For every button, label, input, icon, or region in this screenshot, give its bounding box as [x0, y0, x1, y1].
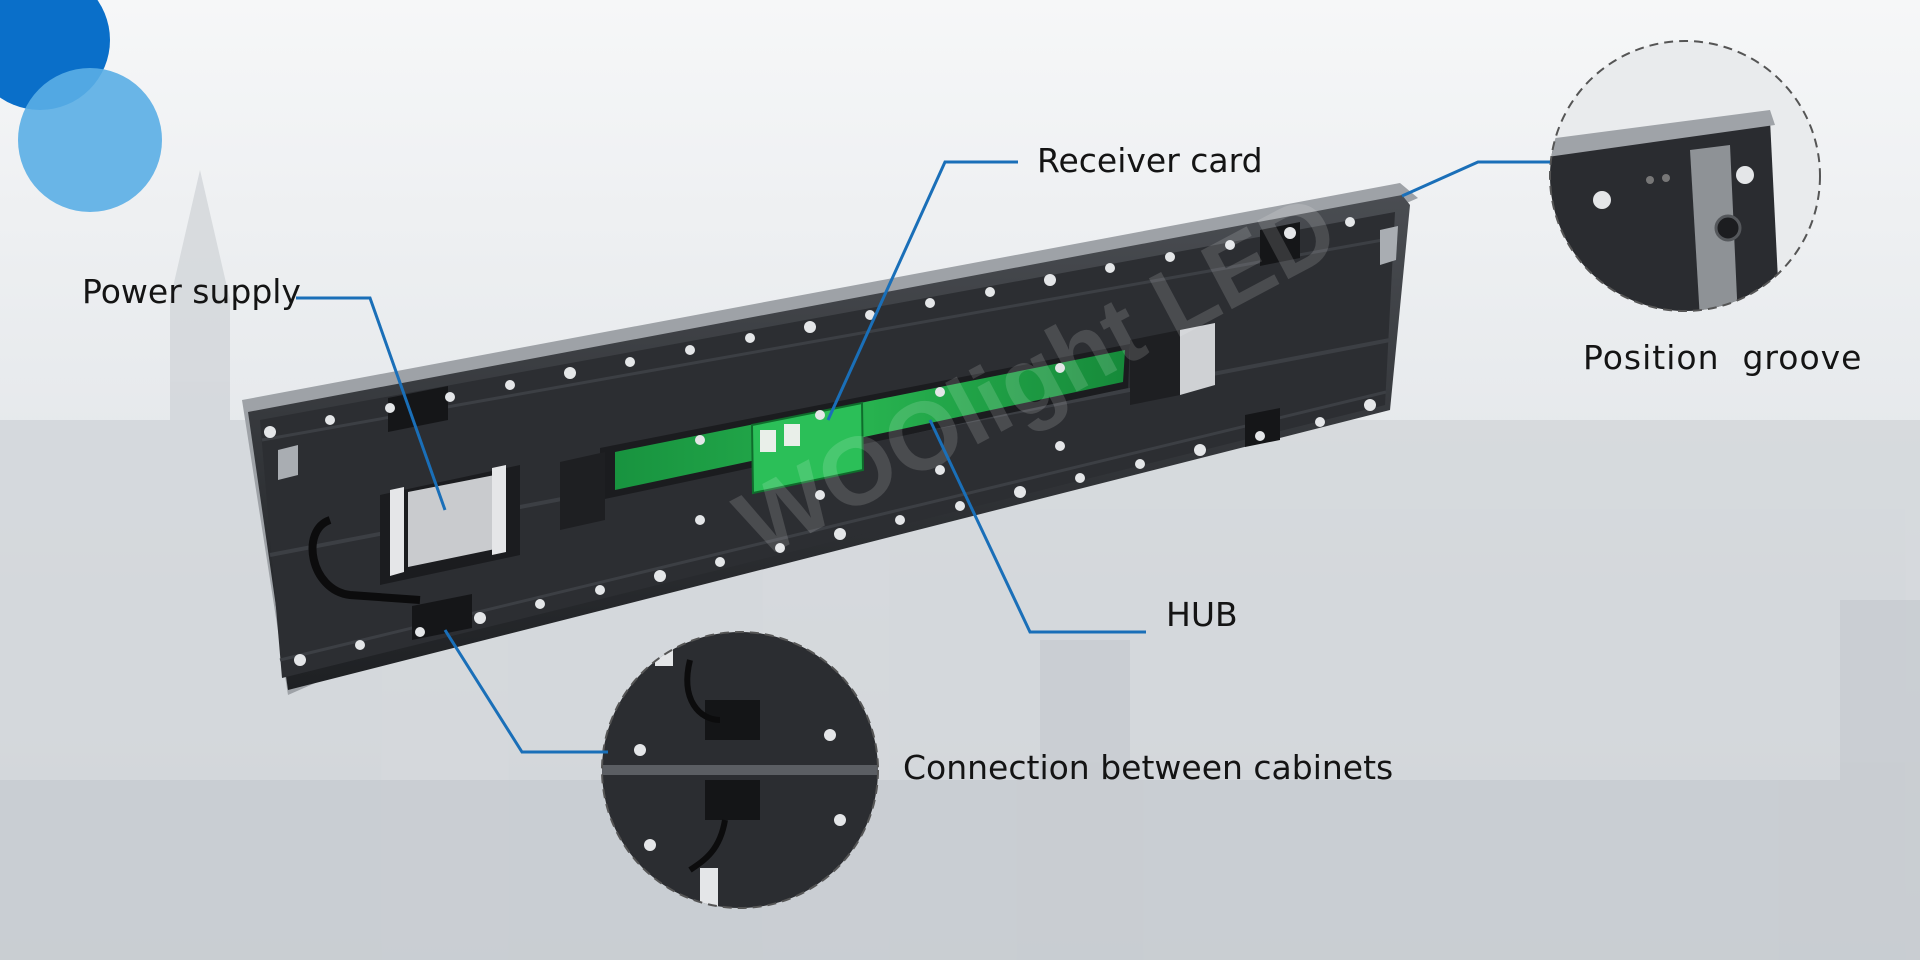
connection-label: Connection between cabinets: [903, 748, 1394, 787]
receiver-card-leader: [826, 160, 1018, 421]
power-supply-unit: [408, 474, 500, 567]
hub-leader: [928, 419, 1146, 634]
leader-lines: [296, 160, 1550, 754]
power-supply-label: Power supply: [82, 272, 301, 311]
hub-label: HUB: [1166, 595, 1238, 634]
led-cabinet: [242, 183, 1418, 695]
skyline-shade: [0, 600, 1920, 960]
receiver-card-label: Receiver card: [1037, 141, 1263, 180]
power-supply-leader: [296, 296, 447, 511]
corner-circle-light: [18, 68, 162, 212]
position-groove-inset: [1549, 40, 1821, 312]
connection-leader: [443, 629, 608, 754]
hub-board: [615, 350, 1125, 490]
cabinet-screws: [264, 217, 1376, 666]
connection-inset: [601, 631, 879, 909]
position-groove-label: Position groove: [1583, 338, 1863, 377]
position-groove-leader: [1401, 160, 1550, 198]
receiver-card: [750, 401, 865, 495]
